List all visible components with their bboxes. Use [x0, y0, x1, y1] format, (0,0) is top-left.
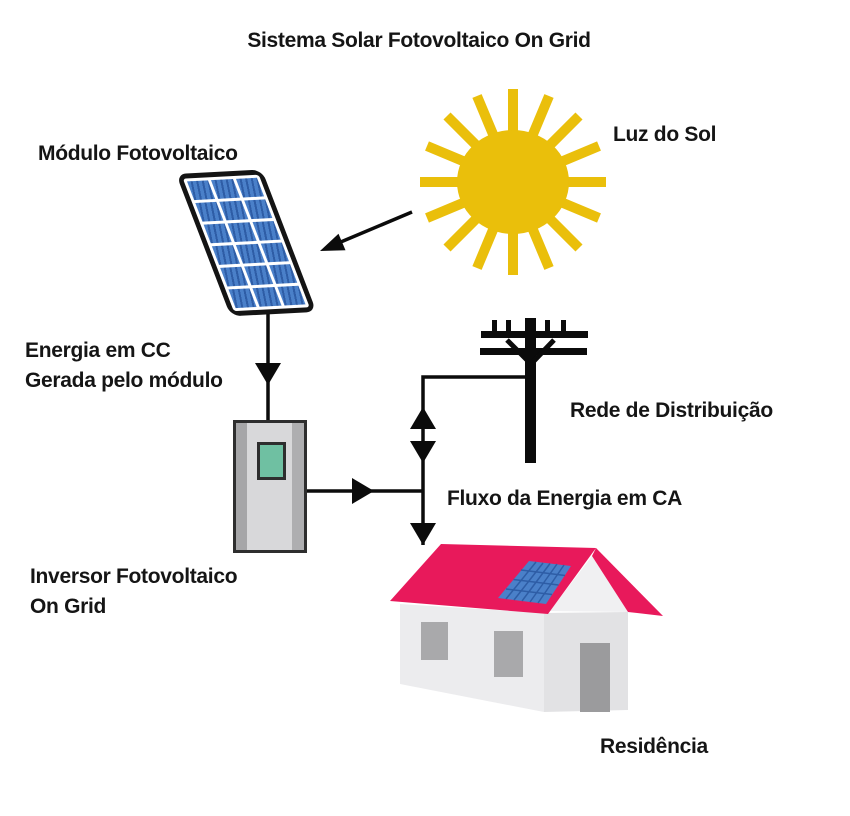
diagram-title: Sistema Solar Fotovoltaico On Grid [247, 29, 591, 52]
house-roof-side [592, 548, 663, 616]
dc-energy-label-line2: Gerada pelo módulo [25, 369, 223, 392]
inverter-label: Inversor Fotovoltaico On Grid [30, 562, 238, 622]
sun-icon [420, 89, 606, 275]
house-door [580, 643, 610, 712]
rooftop-solar-panel-icon [498, 561, 571, 604]
grid-exchange-arrows [410, 375, 531, 545]
sun-disc [457, 130, 569, 234]
utility-pole-icon [480, 318, 588, 463]
sun-label: Luz do Sol [613, 123, 717, 146]
house-gable [550, 556, 628, 612]
sunlight-arrow [320, 210, 413, 251]
inverter-output-arrow [306, 478, 423, 504]
inverter-icon [233, 420, 307, 553]
dc-energy-label: Energia em CC Gerada pelo módulo [25, 336, 223, 396]
house-window [494, 631, 523, 677]
inverter-label-line2: On Grid [30, 595, 107, 618]
module-label: Módulo Fotovoltaico [38, 142, 238, 165]
house-window [421, 622, 448, 660]
dc-flow-arrow [255, 312, 281, 424]
house-icon [390, 544, 663, 712]
residence-label: Residência [600, 735, 708, 758]
dc-energy-label-line1: Energia em CC [25, 339, 171, 362]
ac-flow-label: Fluxo da Energia em CA [447, 487, 682, 510]
grid-label: Rede de Distribuição [570, 399, 773, 422]
inverter-label-line1: Inversor Fotovoltaico [30, 565, 238, 588]
inverter-screen [257, 442, 286, 480]
